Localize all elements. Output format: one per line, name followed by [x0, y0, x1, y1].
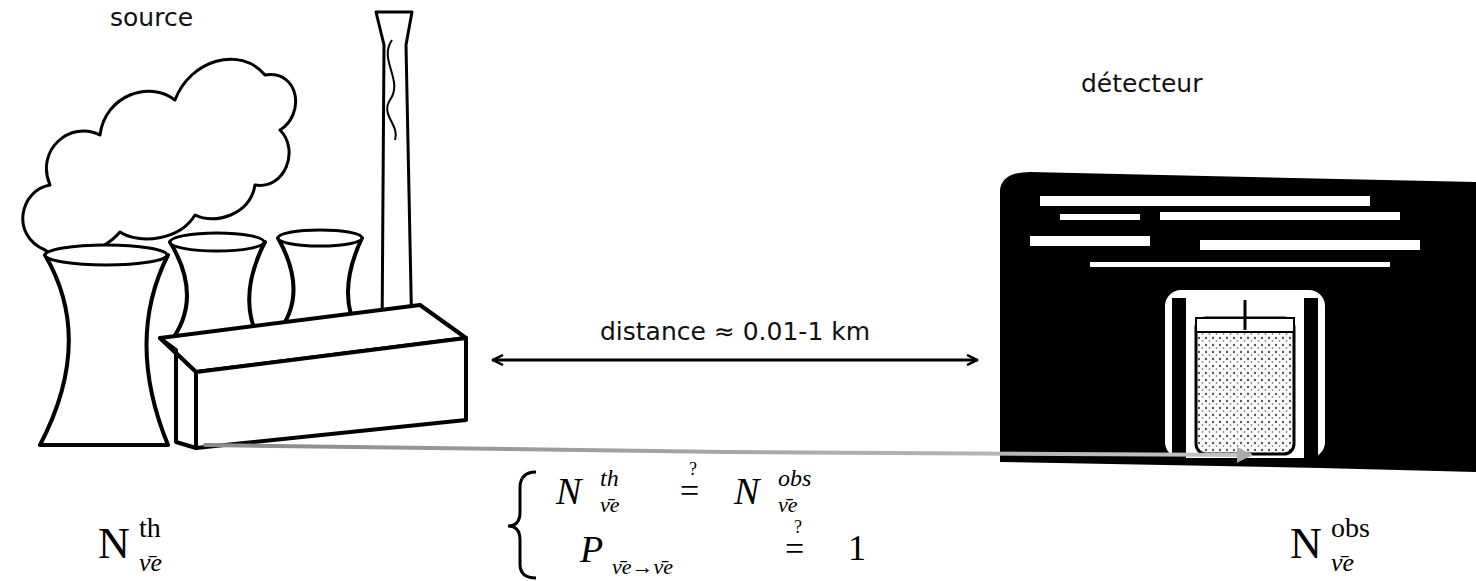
math-label: obs	[1331, 514, 1370, 542]
detector-highlight	[1030, 236, 1150, 246]
math-label: N	[556, 472, 581, 510]
detector-highlight	[1090, 262, 1390, 267]
power-plant	[23, 12, 466, 448]
detector-rod	[1244, 300, 1247, 330]
detector-highlight	[1200, 240, 1420, 250]
math-label: ν̄e	[600, 494, 620, 516]
math-label: N	[734, 472, 759, 510]
brace	[508, 472, 536, 578]
math-label: ν̄e	[778, 494, 798, 516]
detector-highlight	[1040, 196, 1370, 206]
chimney	[376, 12, 412, 340]
reactor-side	[196, 338, 466, 448]
math-label: ν̄e	[139, 550, 162, 576]
math-label: th	[600, 466, 619, 490]
detector	[1000, 172, 1476, 472]
detector-tank	[1196, 318, 1294, 454]
node-heading: source	[110, 4, 193, 32]
illustration-node: détecteur	[985, 70, 1476, 455]
distance-arrow	[493, 359, 977, 362]
steam-cloud	[23, 59, 296, 256]
math-label: ν̄e	[1331, 550, 1354, 576]
detector-pillar	[1172, 298, 1186, 458]
detector-highlight	[1160, 212, 1400, 220]
math-label: N	[1290, 522, 1322, 566]
math-label: obs	[778, 466, 811, 490]
cooling-tower	[40, 255, 168, 445]
chimney-smoke	[387, 40, 396, 140]
math-label: =	[785, 532, 804, 566]
tower-top	[278, 230, 362, 246]
math-label: N	[98, 522, 130, 566]
detector-housing	[1000, 172, 1476, 472]
detector-pillar	[1304, 298, 1318, 458]
tower-top	[170, 233, 264, 251]
math-label: th	[139, 514, 161, 542]
node-heading: détecteur	[1081, 70, 1202, 98]
tower-top	[45, 245, 167, 265]
detector-opening	[1165, 290, 1325, 458]
math-label: 1	[848, 530, 866, 566]
math-label: =	[680, 474, 699, 508]
illustration-node: source	[0, 0, 485, 445]
math-label: P	[580, 530, 603, 568]
edge-label: distance ≈ 0.01-1 km	[600, 319, 870, 344]
math-label: ν̄e→ν̄e	[612, 556, 673, 578]
detector-highlight	[1060, 214, 1140, 220]
reactor-front	[160, 338, 196, 448]
flux-arrow	[205, 445, 1250, 455]
